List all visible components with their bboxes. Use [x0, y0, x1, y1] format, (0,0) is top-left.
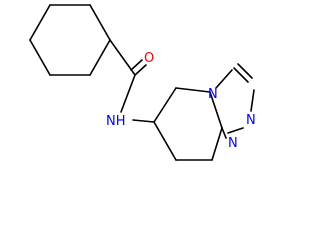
bond	[215, 69, 233, 89]
double-bond	[233, 67, 249, 83]
double-bond	[134, 64, 147, 76]
oxygen-atom-label: O	[144, 51, 154, 66]
amide-group	[109, 39, 147, 113]
bond	[209, 91, 223, 129]
triazole-nitrogen-label: N	[228, 136, 238, 151]
bond	[211, 127, 223, 161]
bond	[120, 74, 136, 113]
bond	[250, 89, 255, 112]
structure-diagram: O NH N N N	[29, 4, 256, 161]
bond	[132, 119, 155, 123]
bond	[153, 87, 177, 123]
molecule-canvas: O NH N N N	[29, 4, 256, 161]
amide-nitrogen-label: NH	[106, 114, 126, 129]
triazole-ring	[215, 63, 255, 139]
double-bond	[237, 63, 253, 79]
bond	[153, 121, 177, 161]
bond	[89, 4, 111, 41]
triazole-nitrogen-label: N	[246, 113, 256, 128]
double-bond	[130, 59, 143, 71]
cyclohexane-ring	[29, 4, 111, 76]
ring-nitrogen-label: N	[208, 87, 218, 102]
bond	[175, 87, 211, 93]
bond	[227, 127, 244, 134]
piperidine-ring	[153, 87, 223, 161]
bond	[89, 39, 111, 76]
bond	[29, 4, 51, 41]
bond	[29, 39, 51, 76]
double-bond	[221, 127, 227, 139]
